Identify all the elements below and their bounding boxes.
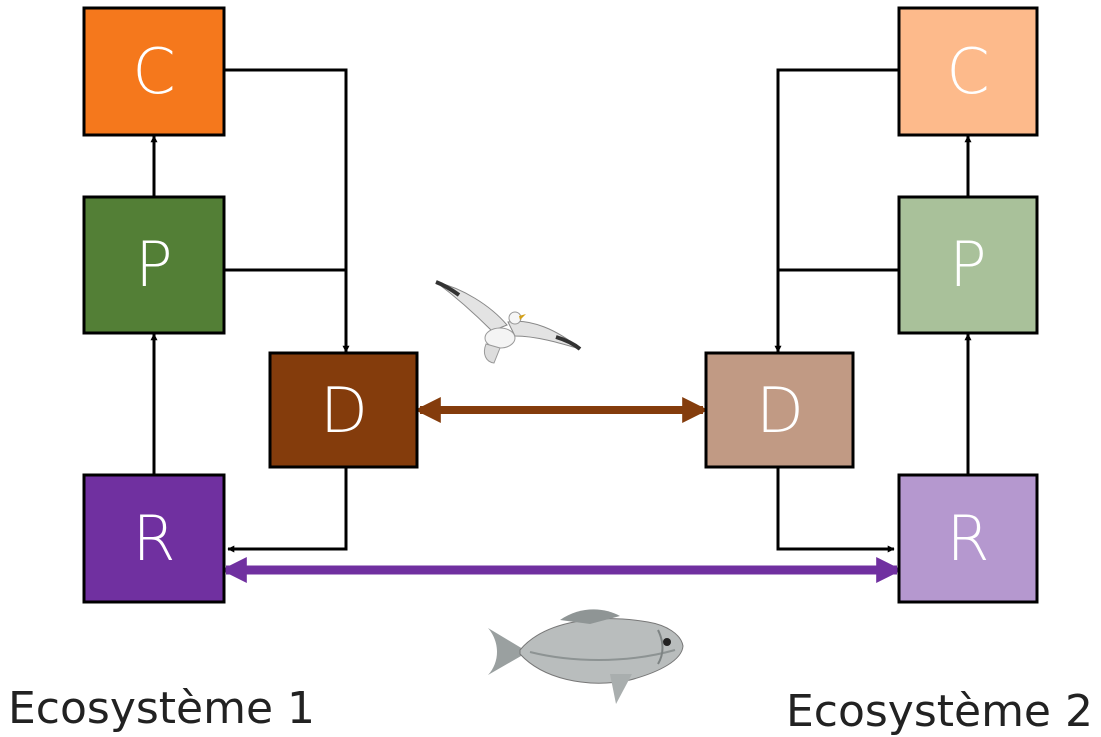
ecosystem-2-consumer-box: C	[897, 6, 1039, 137]
ecosystem-1-producer-box: P	[82, 195, 226, 335]
ecosystem-2-resource-letter: R	[946, 502, 989, 575]
ecosystem-2-label: Ecosystème 2	[785, 686, 1093, 737]
ecosystem-2-decomposer-letter: D	[756, 374, 804, 447]
ecosystem-1-decomposer-letter: D	[320, 374, 368, 447]
ecosystem-1-label: Ecosystème 1	[8, 683, 316, 734]
ecosystem-1-producer-letter: P	[135, 228, 172, 301]
flow-d1-to-r1	[227, 468, 348, 553]
ecosystem-2-consumer-letter: C	[946, 35, 989, 108]
ecosystem-1-resource-letter: R	[132, 502, 175, 575]
flow-d2-to-r2	[776, 468, 895, 553]
ecosystem-2-decomposer-box: D	[704, 351, 855, 469]
flow-c2-to-d2	[774, 68, 898, 353]
ecosystem-1-decomposer-box: D	[268, 351, 419, 469]
ecosystem-1-flows	[150, 68, 350, 553]
ecosystem-1-consumer-box: C	[82, 6, 226, 137]
ecosystem-2-resource-box: R	[897, 473, 1039, 604]
flow-c1-to-d1	[224, 68, 350, 353]
fish-icon	[488, 609, 684, 704]
ecosystem-2-producer-box: P	[897, 195, 1039, 335]
seagull-icon	[435, 280, 582, 364]
ecosystem-2-flows	[774, 68, 972, 553]
ecosystem-1-consumer-letter: C	[132, 35, 175, 108]
ecosystem-2-producer-letter: P	[949, 228, 986, 301]
ecosystem-1-resource-box: R	[82, 473, 226, 604]
